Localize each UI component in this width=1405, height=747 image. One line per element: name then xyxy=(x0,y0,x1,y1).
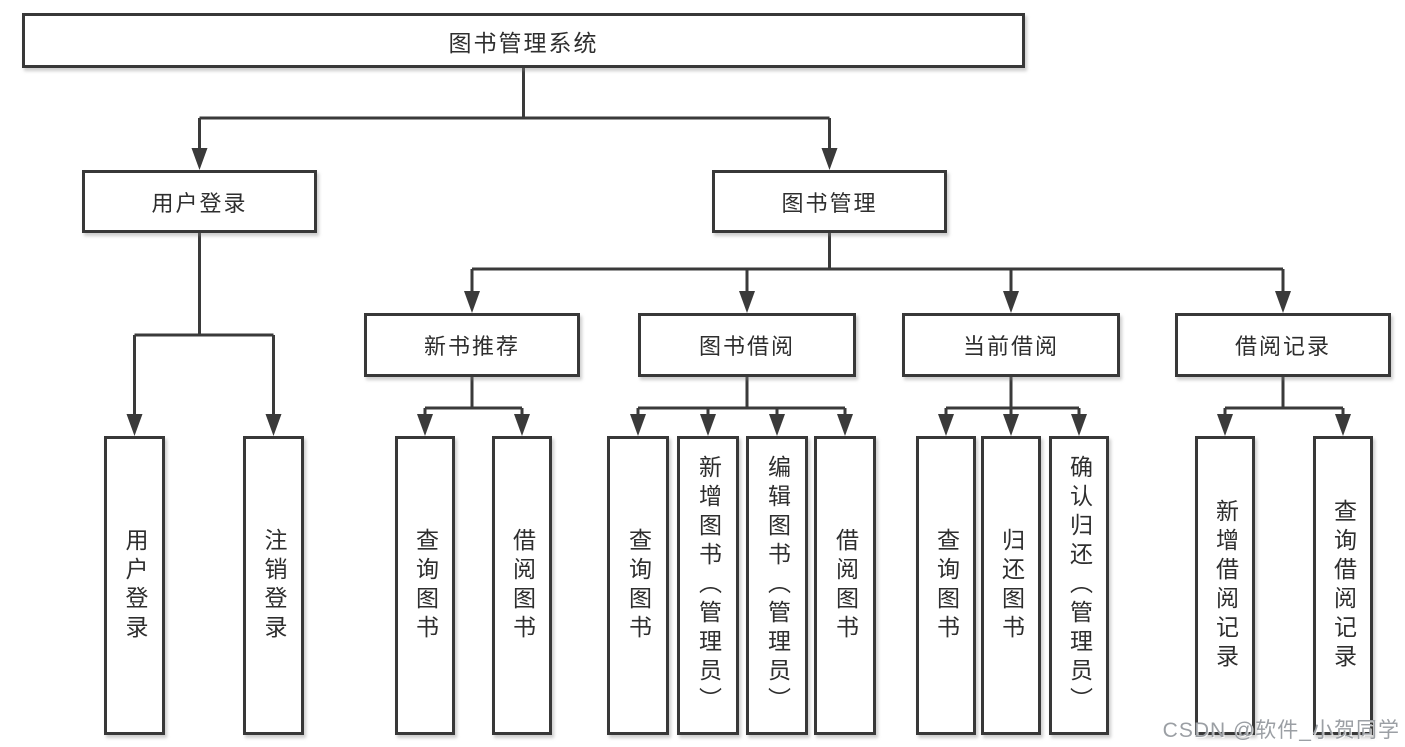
leaf-query-books-borrowing-label: 查询图书 xyxy=(625,527,652,644)
leaf-query-books-recommend: 查询图书 xyxy=(395,436,455,735)
leaf-logout: 注销登录 xyxy=(243,436,304,735)
node-user-login-branch-label: 用户登录 xyxy=(151,190,248,216)
leaf-add-borrow-record: 新增借阅记录 xyxy=(1195,436,1255,735)
node-user-login-branch: 用户登录 xyxy=(82,170,317,233)
leaf-query-borrow-record: 查询借阅记录 xyxy=(1313,436,1373,735)
node-book-management: 图书管理 xyxy=(712,170,947,233)
leaf-add-borrow-record-label: 新增借阅记录 xyxy=(1212,498,1239,673)
leaf-logout-label: 注销登录 xyxy=(261,527,287,644)
node-book-borrowing-label: 图书借阅 xyxy=(698,334,795,359)
leaf-borrow-books-recommend-label: 借阅图书 xyxy=(509,527,536,644)
leaf-user-login: 用户登录 xyxy=(104,436,165,735)
leaf-return-books-label: 归还图书 xyxy=(998,527,1025,644)
leaf-borrow-books-borrowing: 借阅图书 xyxy=(814,436,876,735)
leaf-query-borrow-record-label: 查询借阅记录 xyxy=(1330,498,1357,673)
leaf-user-login-label: 用户登录 xyxy=(122,527,148,644)
node-new-book-recommendation-label: 新书推荐 xyxy=(423,334,520,359)
node-borrowing-records-label: 借阅记录 xyxy=(1234,334,1331,359)
leaf-add-books-admin: 新增图书（管理员） xyxy=(677,436,739,735)
leaf-edit-books-admin-label: 编辑图书（管理员） xyxy=(764,455,791,716)
node-borrowing-records: 借阅记录 xyxy=(1175,313,1391,377)
leaf-query-books-recommend-label: 查询图书 xyxy=(412,527,439,644)
leaf-borrow-books-recommend: 借阅图书 xyxy=(492,436,552,735)
leaf-add-books-admin-label: 新增图书（管理员） xyxy=(695,455,722,716)
arrowheads xyxy=(126,148,1351,436)
leaf-edit-books-admin: 编辑图书（管理员） xyxy=(746,436,808,735)
node-book-borrowing: 图书借阅 xyxy=(638,313,856,377)
node-root-label: 图书管理系统 xyxy=(448,29,599,56)
node-new-book-recommendation: 新书推荐 xyxy=(364,313,580,377)
leaf-borrow-books-borrowing-label: 借阅图书 xyxy=(832,527,859,644)
node-current-borrowing-label: 当前借阅 xyxy=(962,334,1059,359)
leaf-confirm-return-admin-label: 确认归还（管理员） xyxy=(1066,455,1093,716)
node-book-management-label: 图书管理 xyxy=(781,190,878,216)
leaf-confirm-return-admin: 确认归还（管理员） xyxy=(1049,436,1109,735)
csdn-watermark: CSDN @软件_小贺同学 xyxy=(1162,719,1400,742)
leaf-return-books: 归还图书 xyxy=(981,436,1041,735)
leaf-query-books-borrowing: 查询图书 xyxy=(607,436,669,735)
leaf-query-books-current-label: 查询图书 xyxy=(933,527,960,644)
node-current-borrowing: 当前借阅 xyxy=(902,313,1120,377)
node-root: 图书管理系统 xyxy=(22,13,1025,68)
leaf-query-books-current: 查询图书 xyxy=(916,436,976,735)
